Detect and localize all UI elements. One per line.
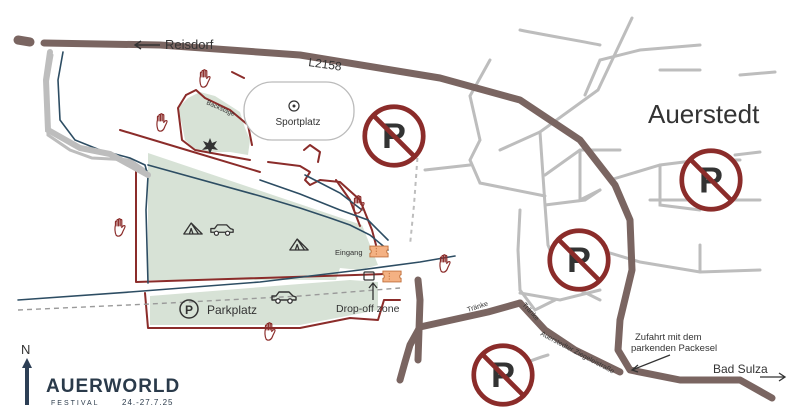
festival-area bbox=[148, 92, 378, 325]
reisdorf-label: Reisdorf bbox=[165, 37, 214, 52]
main-roads bbox=[40, 39, 776, 402]
main-road-end bbox=[13, 35, 35, 47]
town-label: Auerstedt bbox=[648, 99, 760, 129]
road-l2158-label: L2158 bbox=[308, 55, 343, 74]
north-arrow-icon bbox=[22, 358, 32, 405]
zufahrt-label-1: Zufahrt mit dem bbox=[635, 332, 702, 343]
parkplatz-label: Parkplatz bbox=[207, 303, 257, 317]
dashed-path bbox=[17, 287, 401, 311]
no-parking-icon bbox=[682, 151, 740, 209]
brand-festival: FESTIVAL bbox=[51, 400, 100, 407]
sportplatz: Sportplatz bbox=[243, 81, 355, 141]
zufahrt-label-2: parkenden Packesel bbox=[631, 343, 717, 354]
dropoff-label: Drop-off zone bbox=[336, 303, 400, 315]
ticket-icon bbox=[382, 270, 402, 283]
arrow-icon bbox=[133, 40, 160, 50]
dashed-path bbox=[409, 149, 419, 246]
luggage-icon bbox=[363, 271, 375, 281]
north-label: N bbox=[21, 342, 30, 357]
arrow-icon bbox=[760, 372, 787, 382]
brand-name: AUERWORLD bbox=[46, 376, 180, 397]
grey-road bbox=[42, 49, 151, 178]
brand-dates: 24.-27.7.25 bbox=[122, 398, 173, 407]
arrow-icon bbox=[630, 354, 671, 373]
arrow-icon bbox=[368, 281, 378, 300]
svg-text:P: P bbox=[185, 303, 193, 317]
parking-icon: P bbox=[179, 299, 199, 319]
ticket-icon bbox=[369, 245, 389, 258]
sportplatz-label: Sportplatz bbox=[275, 117, 320, 128]
eingang-label: Eingang bbox=[335, 248, 363, 257]
no-parking-icon bbox=[474, 346, 532, 404]
no-parking-icon bbox=[550, 231, 608, 289]
leaf-icon bbox=[202, 138, 218, 154]
bad-sulza-label: Bad Sulza bbox=[713, 362, 768, 376]
no-parking-icon bbox=[365, 107, 423, 165]
